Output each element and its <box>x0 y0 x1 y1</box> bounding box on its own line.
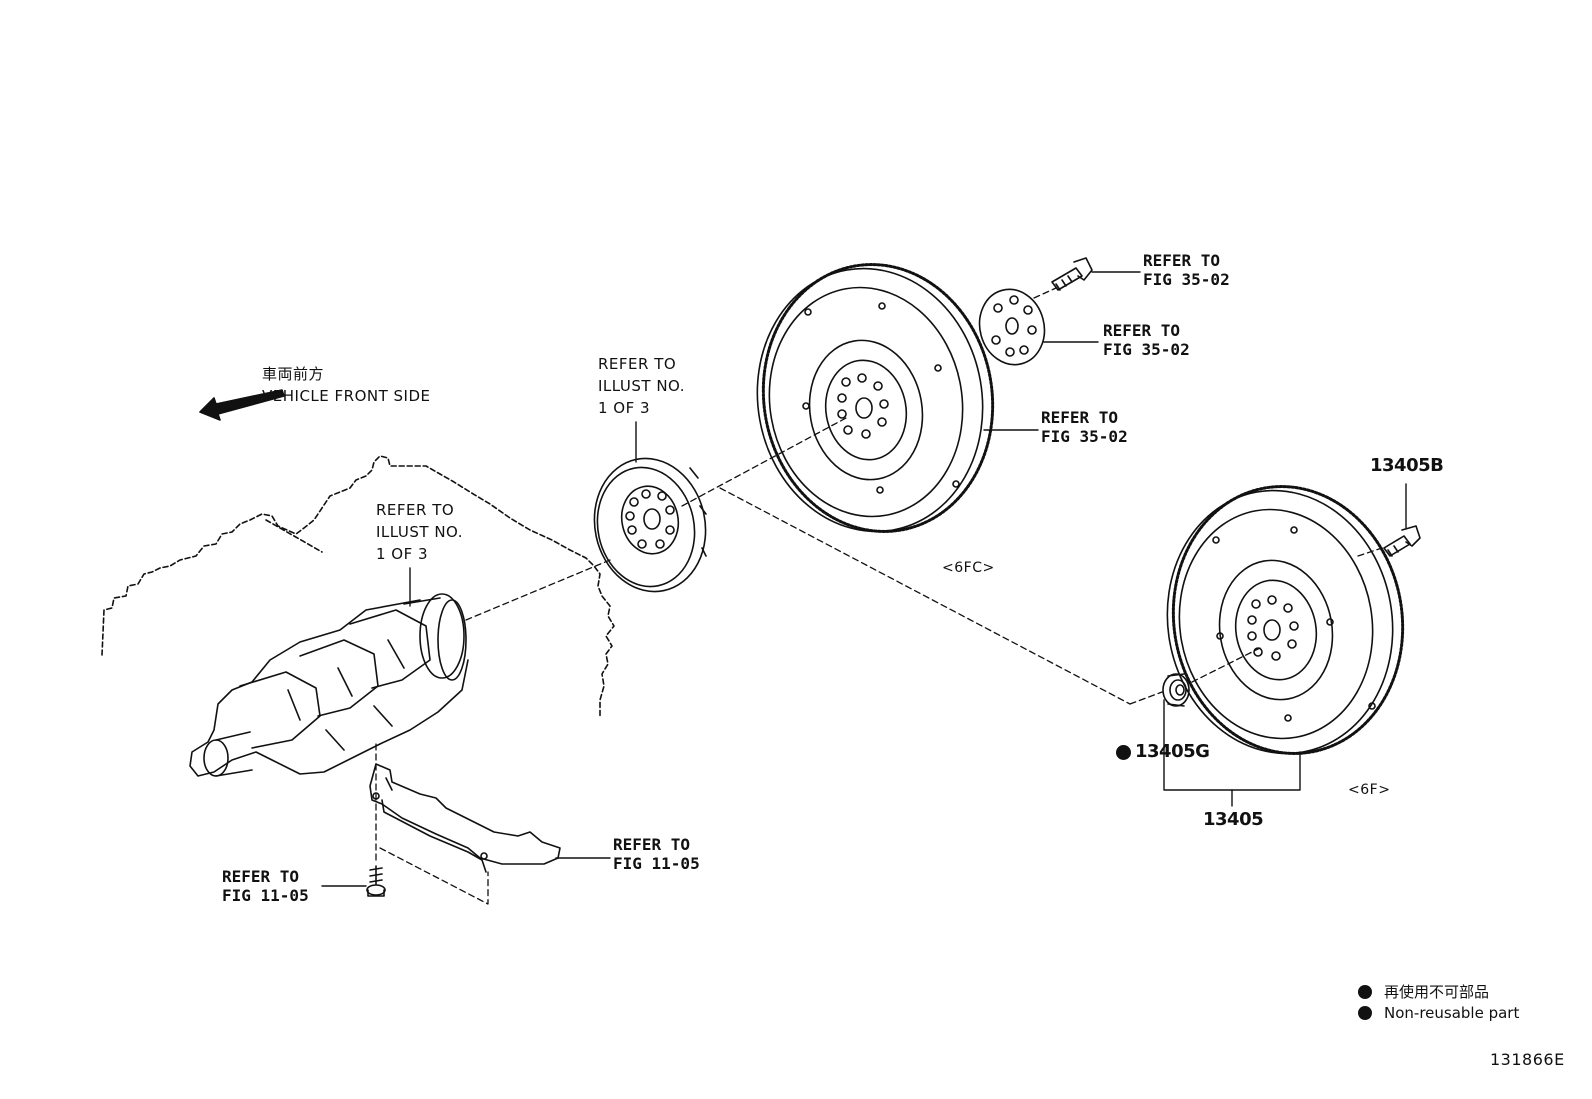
crankshaft-drawing <box>189 593 469 777</box>
flywheel-bolt-drawing <box>1383 525 1421 557</box>
figure-id: 131866E <box>1490 1050 1565 1069</box>
variant-6f-label: <6F> <box>1348 782 1391 798</box>
flywheel-ref-line2: FIG 35-02 <box>1041 427 1128 446</box>
bolt-top-ref-line1: REFER TO <box>1143 251 1221 270</box>
legend-jp-row: 再使用不可部品 <box>1358 981 1489 1002</box>
lower-cover-drawing <box>369 763 561 873</box>
vehicle-front-label-jp: 車両前方 <box>262 365 325 383</box>
drive-plate-ref-line1: REFER TO <box>598 355 677 373</box>
legend-dot-icon <box>1358 1006 1372 1020</box>
part-number-bolt[interactable]: 13405B <box>1370 455 1444 476</box>
legend-en-text: Non-reusable part <box>1384 1004 1520 1022</box>
flywheel-bolt-top-drawing <box>1051 257 1093 291</box>
drive-plate-ref-line3: 1 OF 3 <box>598 399 651 417</box>
part-number-bearing-row[interactable]: 13405G <box>1116 741 1210 762</box>
crankshaft-ref-line2: ILLUST NO. <box>376 523 464 541</box>
non-reusable-marker-icon <box>1116 744 1131 760</box>
vehicle-front-arrow-icon <box>199 389 285 421</box>
crankshaft-ref-line1: REFER TO <box>376 501 455 519</box>
legend-jp-text: 再使用不可部品 <box>1384 983 1490 1001</box>
reinforcement-plate-drawing <box>978 288 1046 366</box>
screw-ref-line1: REFER TO <box>222 867 300 886</box>
screw-ref-line2: FIG 11-05 <box>222 886 309 905</box>
variant-6fc-label: <6FC> <box>942 560 995 576</box>
cover-ref-line1: REFER TO <box>613 835 691 854</box>
plate-ref-line1: REFER TO <box>1103 321 1181 340</box>
cover-screw-drawing <box>366 865 386 897</box>
part-number-bearing: 13405G <box>1135 741 1210 762</box>
flywheel-ref-line1: REFER TO <box>1041 408 1119 427</box>
cover-ref-line2: FIG 11-05 <box>613 854 700 873</box>
flywheel-6f-drawing <box>1166 485 1405 755</box>
callout-leader-lines <box>321 271 1407 887</box>
drive-plate-ref-line2: ILLUST NO. <box>598 377 686 395</box>
vehicle-front-label: VEHICLE FRONT SIDE <box>262 387 431 405</box>
crankshaft-ref-line3: 1 OF 3 <box>376 545 429 563</box>
drive-plate-drawing <box>593 457 707 593</box>
flywheel-6fc-drawing <box>756 263 995 533</box>
legend-en-row: Non-reusable part <box>1358 1004 1519 1022</box>
assembly-center-lines <box>375 287 1383 905</box>
pilot-bearing-drawing <box>1162 673 1190 707</box>
engine-block-outline <box>101 455 615 717</box>
plate-ref-line2: FIG 35-02 <box>1103 340 1190 359</box>
part-number-assembly[interactable]: 13405 <box>1203 809 1264 830</box>
bolt-top-ref-line2: FIG 35-02 <box>1143 270 1230 289</box>
legend-dot-icon <box>1358 984 1372 999</box>
